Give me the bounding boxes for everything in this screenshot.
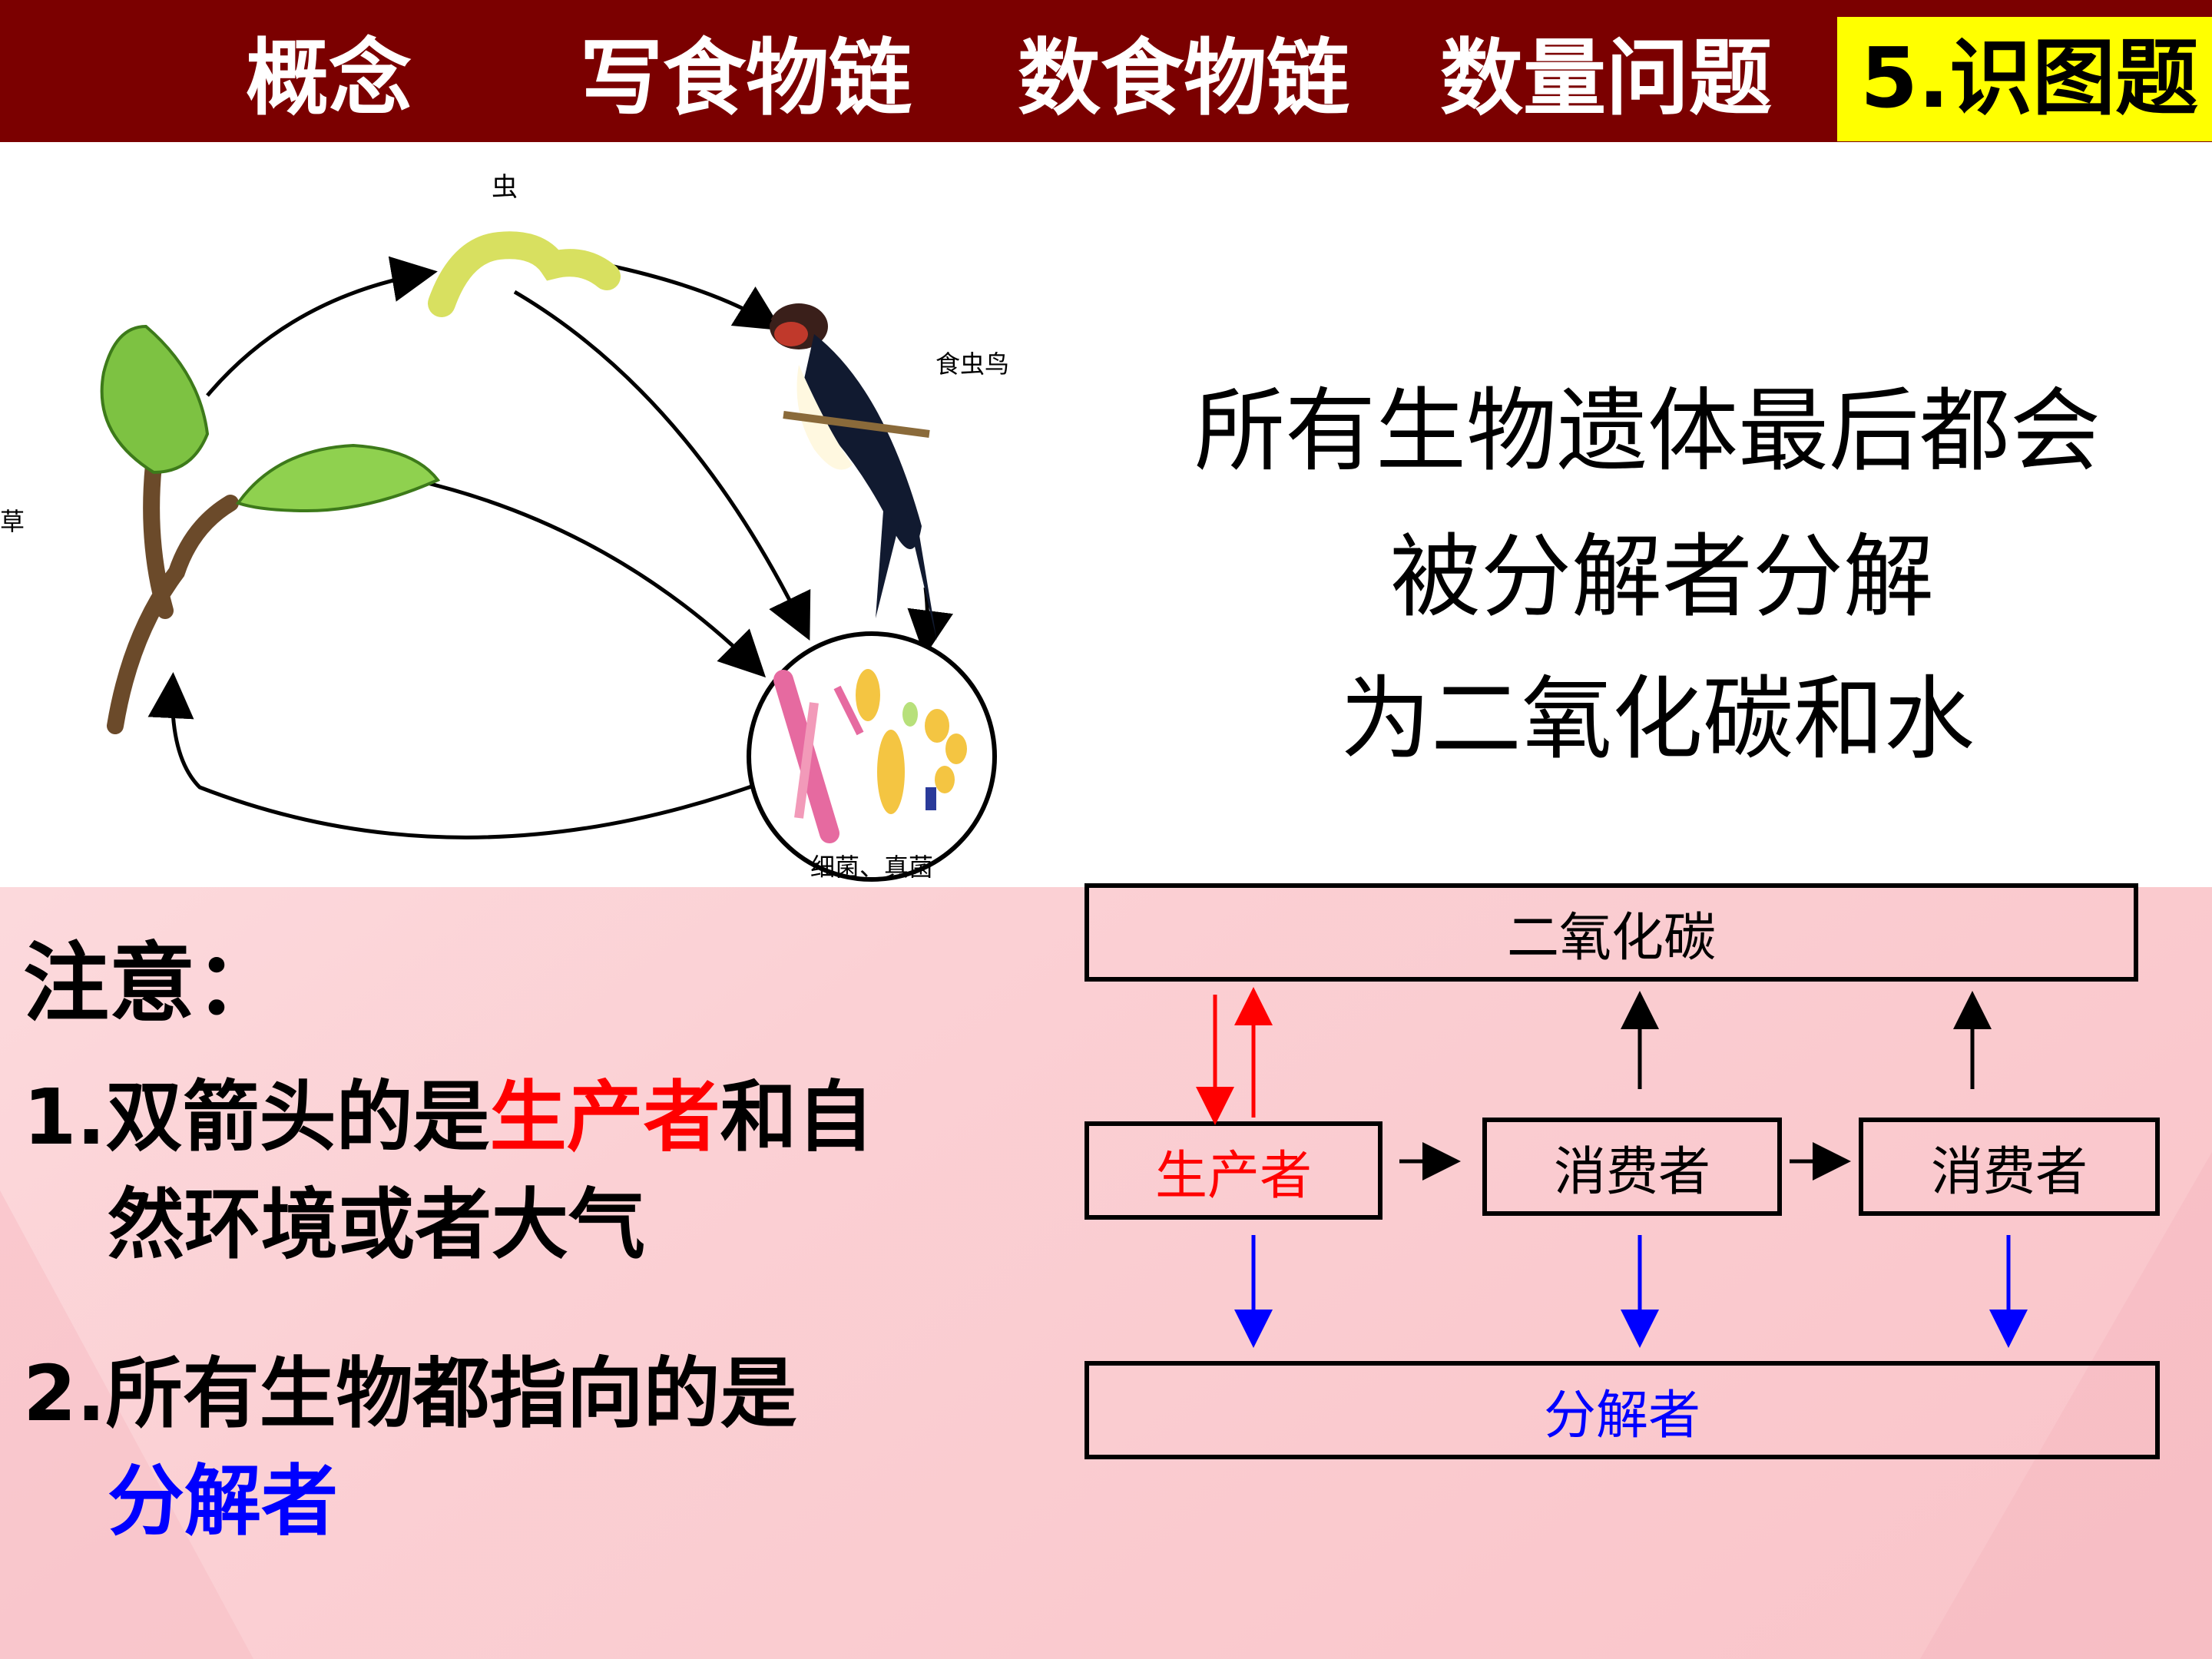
note-title: 注意： [23, 934, 281, 1034]
tab-quantity-question[interactable]: 数量问题 [1440, 31, 1773, 127]
leaf-upper [100, 324, 210, 475]
note-decomposer-highlight: 分解者 [108, 1456, 338, 1546]
tab-count-food-chain[interactable]: 数食物链 [1018, 31, 1350, 127]
decomposer-image-label: 细菌、真菌 [810, 853, 933, 882]
leaf-lower [235, 443, 441, 513]
tab-write-food-chain[interactable]: 写食物链 [580, 31, 912, 127]
statement-line-1: 所有生物遗体最后都会 [1194, 378, 2101, 484]
decomposer-circle [747, 631, 997, 882]
decomposer-box: 分解者 [1084, 1361, 2160, 1459]
bird-drawing [757, 303, 937, 641]
caterpillar [428, 231, 621, 317]
statement-line-2: 被分解者分解 [1390, 524, 1935, 630]
note-producer-highlight: 生产者 [489, 1072, 720, 1162]
note-item-1-line-2: 然环境或者大气 [108, 1180, 645, 1270]
note-item-1-suffix: 和自 [720, 1072, 874, 1162]
grass-label: 草 [0, 507, 25, 536]
bird-label: 食虫鸟 [935, 349, 1009, 379]
producer-label: 生产者 [1154, 1145, 1312, 1207]
note-item-1-prefix: 1.双箭头的是 [23, 1072, 490, 1162]
statement-line-3: 为二氧化碳和水 [1340, 666, 1975, 772]
insect-label: 虫 [492, 172, 518, 203]
cycle-drawing: 虫 食虫鸟 草 细菌、真菌 [0, 172, 1009, 882]
note-item-1: 1.双箭头的是生产者和自 [23, 1064, 874, 1171]
consumer-box-1: 消费者 [1482, 1118, 1782, 1216]
tab-concept[interactable]: 概念 [246, 31, 412, 127]
consumer-box-2: 消费者 [1859, 1118, 2160, 1216]
decomposer-label: 分解者 [1543, 1385, 1700, 1446]
food-cycle-illustration: 虫 食虫鸟 草 细菌、真菌 [0, 142, 1052, 887]
note-item-2: 2.所有生物都指向的是 [23, 1349, 797, 1439]
co2-box: 二氧化碳 [1084, 883, 2138, 982]
consumer-label-1: 消费者 [1553, 1141, 1710, 1203]
consumer-label-2: 消费者 [1930, 1141, 2088, 1203]
tab-diagram-question[interactable]: 5.识图题 [1837, 17, 2212, 141]
co2-label: 二氧化碳 [1506, 907, 1716, 969]
